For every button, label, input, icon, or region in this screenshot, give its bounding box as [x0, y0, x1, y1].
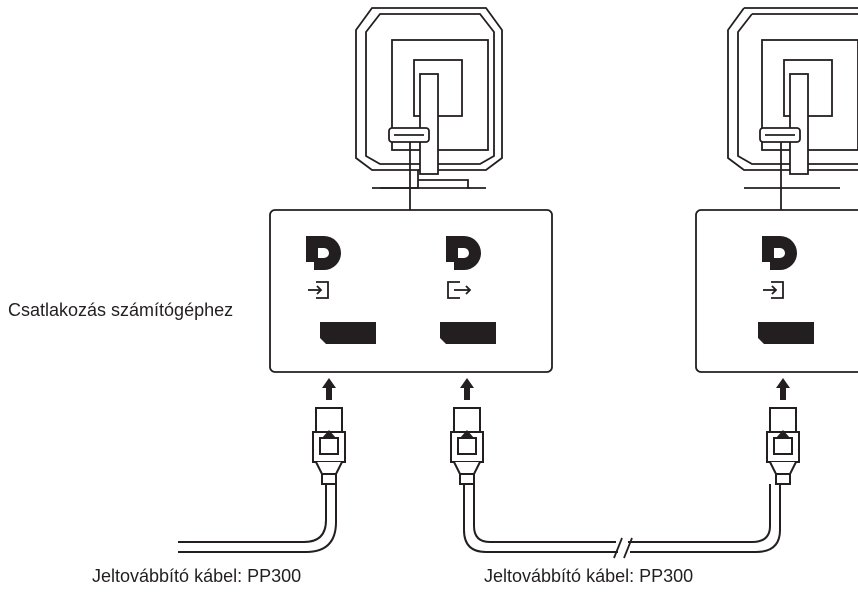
cable-to-computer [178, 484, 337, 553]
cable-monitor-chain [463, 484, 781, 553]
monitor-1-rear [355, 7, 503, 210]
up-arrow-icon [460, 378, 474, 400]
port-panel-1 [269, 209, 553, 373]
displayport-in-connector-icon [320, 322, 376, 344]
cable-break-icon [613, 537, 633, 559]
connect-to-computer-label: Csatlakozás számítógéphez [8, 300, 234, 320]
cable-plug-icon [766, 407, 800, 485]
displayport-out-connector-icon [440, 322, 496, 344]
up-arrow-icon [776, 378, 790, 400]
monitor-2-rear [727, 7, 858, 210]
cable-label-left: Jeltovábbító kábel: PP300 [92, 566, 302, 586]
cable-plug-icon [450, 407, 484, 485]
cable-label-right: Jeltovábbító kábel: PP300 [484, 566, 694, 586]
up-arrow-icon [322, 378, 336, 400]
port-panel-2 [695, 209, 858, 373]
displayport-in-connector-icon [758, 322, 814, 344]
cable-plug-icon [312, 407, 346, 485]
